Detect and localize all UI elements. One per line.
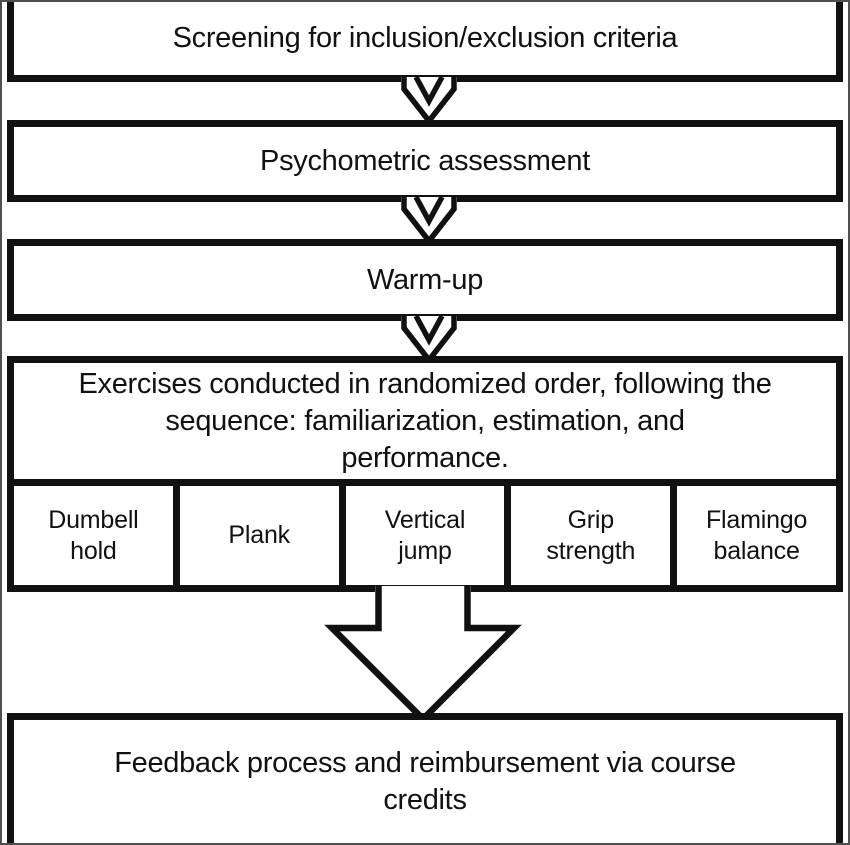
cell-label-line: Plank [228, 521, 290, 549]
exercises-label-line3: performance. [341, 441, 509, 474]
exercise-cell-plank: Plank [179, 486, 346, 585]
cell-label-line: Vertical [384, 505, 466, 534]
step-box-exercises: Exercises conducted in randomized order,… [7, 356, 843, 479]
big-down-arrow-icon [324, 586, 522, 724]
step-box-feedback: Feedback process and reimbursement via c… [7, 713, 843, 843]
cell-label-line: Dumbell [48, 505, 139, 534]
step-box-psychometric: Psychometric assessment [7, 120, 843, 202]
exercise-cell-flamingo-balance: Flamingo balance [677, 486, 836, 585]
cell-label-line: Flamingo [705, 505, 808, 534]
feedback-label-line1: Feedback process and reimbursement via c… [114, 746, 736, 779]
feedback-label-line2: credits [383, 783, 467, 816]
exercise-cell-grip-strength: Grip strength [511, 486, 678, 585]
step-label-screening: Screening for inclusion/exclusion criter… [172, 22, 678, 54]
cell-label-line: balance [713, 536, 800, 565]
exercise-cell-dumbell-hold: Dumbell hold [14, 486, 180, 585]
step-box-warmup: Warm-up [7, 239, 843, 321]
cell-label-line: Grip [567, 505, 615, 534]
cell-label-line: hold [70, 536, 117, 565]
exercises-label-line2: sequence: familiarization, estimation, a… [165, 404, 685, 437]
step-label-warmup: Warm-up [366, 263, 484, 296]
cell-label-line: jump [398, 536, 452, 565]
down-chevron-arrow-icon [401, 314, 457, 365]
exercise-row: Dumbell hold Plank Vertical jump Grip st… [7, 479, 843, 592]
step-label-psychometric: Psychometric assessment [260, 144, 590, 177]
exercises-label-line1: Exercises conducted in randomized order,… [78, 367, 772, 400]
exercise-cell-vertical-jump: Vertical jump [345, 486, 512, 585]
cell-label-line: strength [546, 536, 636, 565]
step-box-screening: Screening for inclusion/exclusion criter… [7, 2, 843, 82]
